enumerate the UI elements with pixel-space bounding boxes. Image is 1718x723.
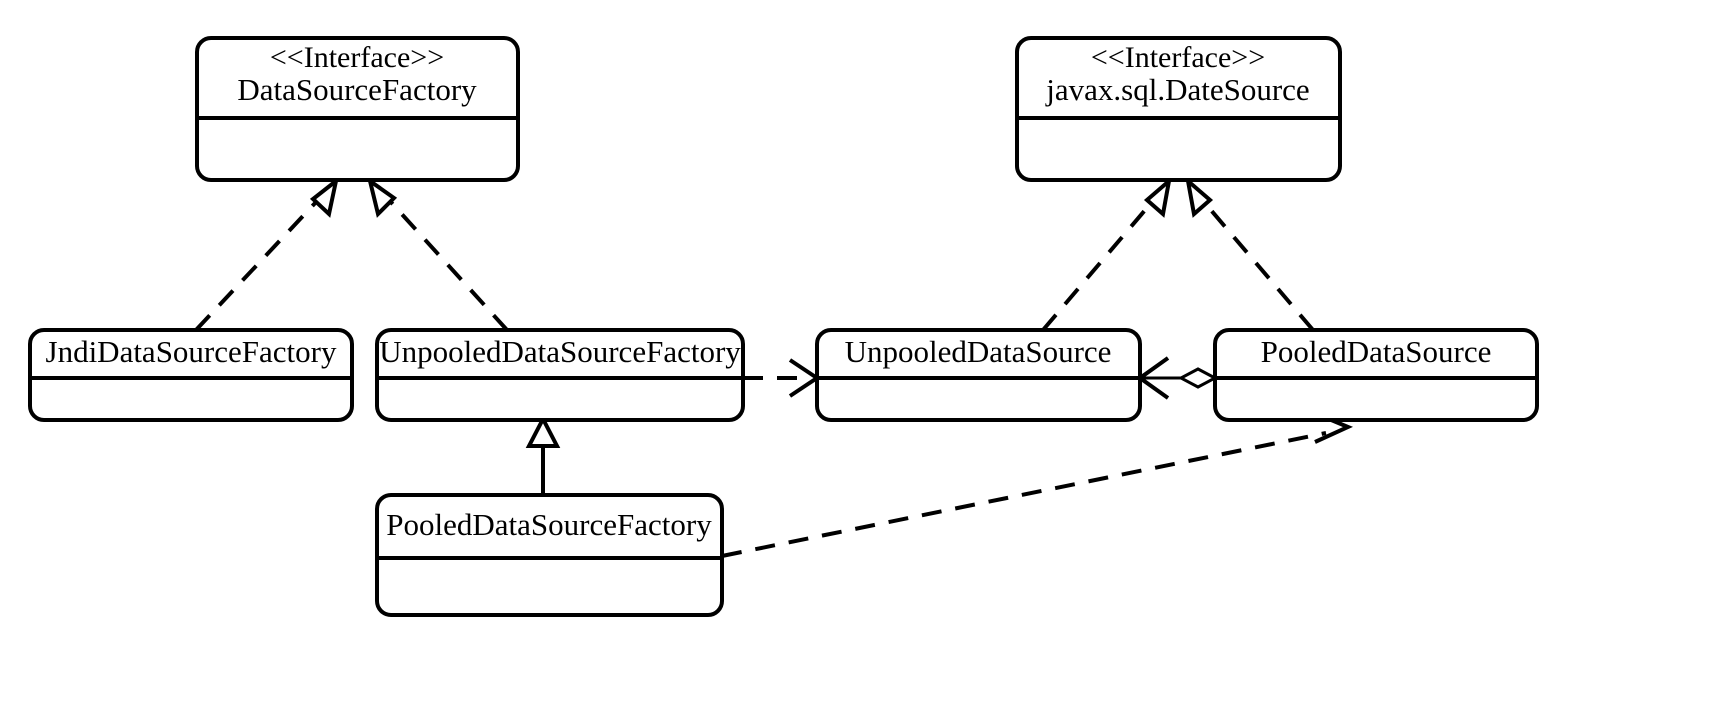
node-jndi-data-source-factory[interactable]: JndiDataSourceFactory [28, 328, 354, 422]
node-unpooled-data-source[interactable]: UnpooledDataSource [815, 328, 1142, 422]
hollow-diamond-tail [1177, 367, 1219, 389]
realization-line [1041, 200, 1154, 332]
class-box[interactable] [1213, 328, 1539, 422]
class-name-label: PooledDataSourceFactory [386, 507, 712, 542]
stereotype-label: <<Interface>> [1091, 41, 1265, 74]
class-box[interactable] [1015, 36, 1342, 182]
edge-unpooledfactory-depends-unpooledsource [743, 358, 821, 398]
hollow-triangle-arrowhead [309, 176, 340, 218]
class-name-label: PooledDataSource [1261, 334, 1492, 369]
node-data-source-factory[interactable]: <<Interface>> DataSourceFactory [195, 36, 520, 182]
hollow-triangle-arrowhead [1185, 175, 1214, 218]
class-name-label: javax.sql.DateSource [1045, 72, 1309, 107]
node-pooled-data-source-factory[interactable]: PooledDataSourceFactory [375, 493, 724, 617]
stereotype-label: <<Interface>> [270, 41, 444, 74]
edge-pooledsource-aggregates-unpooledsource [1136, 356, 1219, 400]
class-name-label: DataSourceFactory [237, 72, 477, 107]
realization-line [194, 198, 320, 332]
node-unpooled-data-source-factory[interactable]: UnpooledDataSourceFactory [375, 328, 745, 422]
edge-pooledfactory-depends-pooledsource [721, 410, 1354, 558]
hollow-triangle-arrowhead [525, 414, 561, 448]
hollow-triangle-arrowhead [1143, 175, 1172, 218]
edge-pooledsource-realizes-javaxsql [1185, 175, 1315, 332]
edge-unpooledfactory-realizes-datasourcefactory [366, 176, 509, 332]
realization-line [387, 198, 509, 332]
class-box[interactable] [375, 493, 724, 617]
node-pooled-data-source[interactable]: PooledDataSource [1213, 328, 1539, 422]
class-name-label: JndiDataSourceFactory [46, 334, 337, 369]
node-javax-sql-datesource[interactable]: <<Interface>> javax.sql.DateSource [1015, 36, 1342, 182]
dependency-line [721, 431, 1327, 558]
class-box[interactable] [375, 328, 745, 422]
hollow-triangle-arrowhead [366, 176, 398, 218]
class-box[interactable] [195, 36, 520, 182]
edge-jndi-realizes-datasourcefactory [194, 176, 340, 332]
class-box[interactable] [815, 328, 1142, 422]
edge-unpooledsource-realizes-javaxsql [1041, 175, 1172, 332]
edge-pooledfactory-extends-unpooledfactory [525, 414, 561, 495]
class-name-label: UnpooledDataSourceFactory [379, 334, 741, 369]
class-name-label: UnpooledDataSource [845, 334, 1112, 369]
class-box[interactable] [28, 328, 354, 422]
realization-line [1202, 200, 1315, 332]
